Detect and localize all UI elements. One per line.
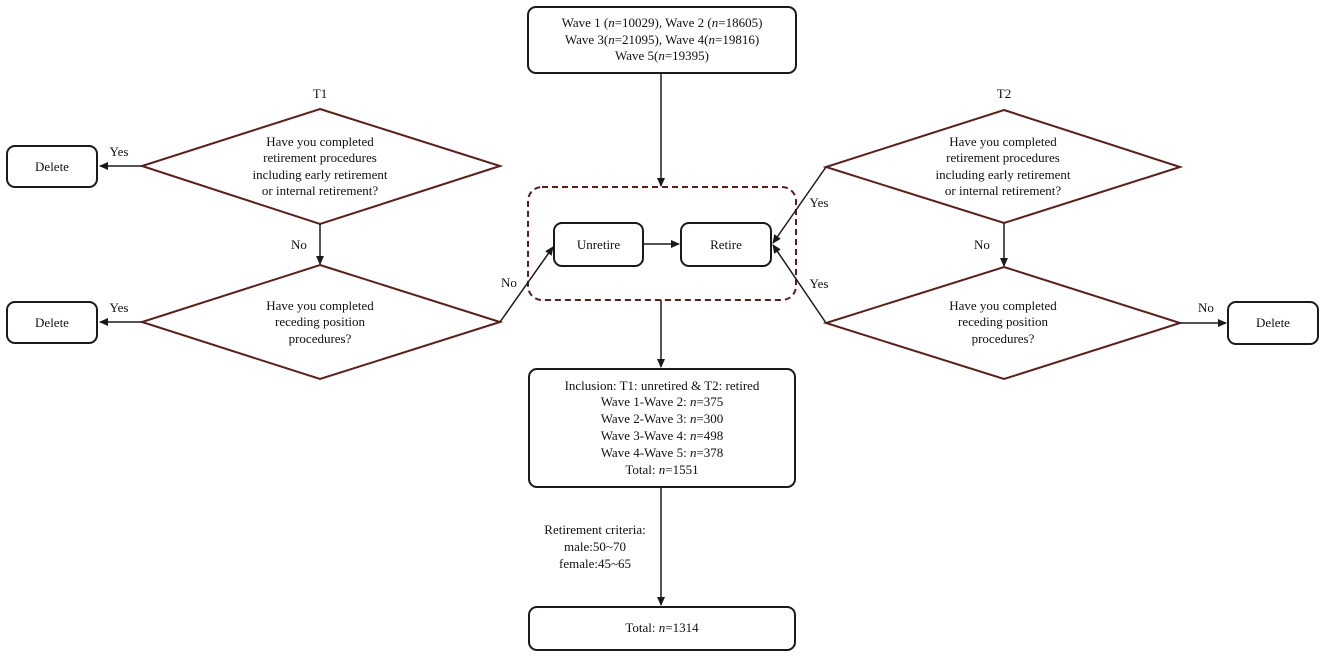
retire-box: Retire xyxy=(680,222,772,267)
left-no-mid-label: No xyxy=(291,237,307,252)
left-no-exit-label: No xyxy=(501,275,517,290)
text-line: male:50~70 xyxy=(564,539,626,554)
text-line: Wave 1 (n=10029), Wave 2 (n=18605) xyxy=(561,14,763,30)
text-line: retirement procedures xyxy=(946,150,1060,166)
text-line: or internal retirement? xyxy=(261,183,379,199)
retirement-status-frame xyxy=(527,186,797,301)
right-delete-box: Delete xyxy=(1227,301,1319,345)
text-line: Have you completed xyxy=(266,134,374,149)
text-line: Have you completed xyxy=(949,298,1057,313)
text-line: Wave 5(n=19395) xyxy=(614,48,710,64)
final-total-box: Total: n=1314 xyxy=(528,606,796,651)
unretire-box: Unretire xyxy=(553,222,644,267)
t2-label: T2 xyxy=(996,86,1012,101)
retirement-criteria-text: Retirement criteria: male:50~70 female:45~… xyxy=(520,521,670,572)
text-line: Total: n=1551 xyxy=(625,461,699,477)
text-line: Wave 1-Wave 2: n=375 xyxy=(600,394,724,410)
left-delete-top-box: Delete xyxy=(6,145,98,188)
text-line: Have you completed xyxy=(266,298,374,313)
right-no-exit-label: No xyxy=(1198,300,1214,315)
arrow-right-q2-to-retire xyxy=(772,244,827,324)
text-line: including early retirement xyxy=(935,166,1071,182)
text-line: or internal retirement? xyxy=(944,183,1062,199)
text-line: procedures? xyxy=(971,330,1035,346)
text-line: Retirement criteria: xyxy=(544,522,646,537)
text-line: Wave 3(n=21095), Wave 4(n=19816) xyxy=(564,31,760,47)
sample-waves-box: Wave 1 (n=10029), Wave 2 (n=18605)Wave 3… xyxy=(527,6,797,74)
text-line: Total: n=1314 xyxy=(625,620,699,636)
text-line: including early retirement xyxy=(252,166,388,182)
t1-label: T1 xyxy=(312,86,328,101)
left-yes-bottom-label: Yes xyxy=(109,300,129,315)
text-line: retirement procedures xyxy=(263,150,377,166)
text-line: Wave 2-Wave 3: n=300 xyxy=(600,411,724,427)
arrow-left-q2-to-unretire xyxy=(499,246,554,323)
arrow-right-q1-to-retire xyxy=(772,166,827,244)
right-q2-diamond xyxy=(822,265,1184,381)
text-line: procedures? xyxy=(288,330,352,346)
right-yes-top-label: Yes xyxy=(809,195,829,210)
text-line: receding position xyxy=(275,314,365,330)
text-line: Have you completed xyxy=(949,134,1057,149)
text-line: receding position xyxy=(958,314,1048,330)
right-no-mid-label: No xyxy=(974,237,990,252)
text-line: Wave 3-Wave 4: n=498 xyxy=(600,428,724,443)
text-line: female:45~65 xyxy=(558,556,631,571)
left-delete-bottom-box: Delete xyxy=(6,301,98,344)
right-yes-bottom-label: Yes xyxy=(809,276,829,291)
text-line: Wave 4-Wave 5: n=378 xyxy=(600,444,724,460)
left-q2-diamond xyxy=(138,263,504,381)
text-line: Inclusion: T1: unretired & T2: retired xyxy=(564,377,760,393)
left-yes-top-label: Yes xyxy=(109,144,129,159)
